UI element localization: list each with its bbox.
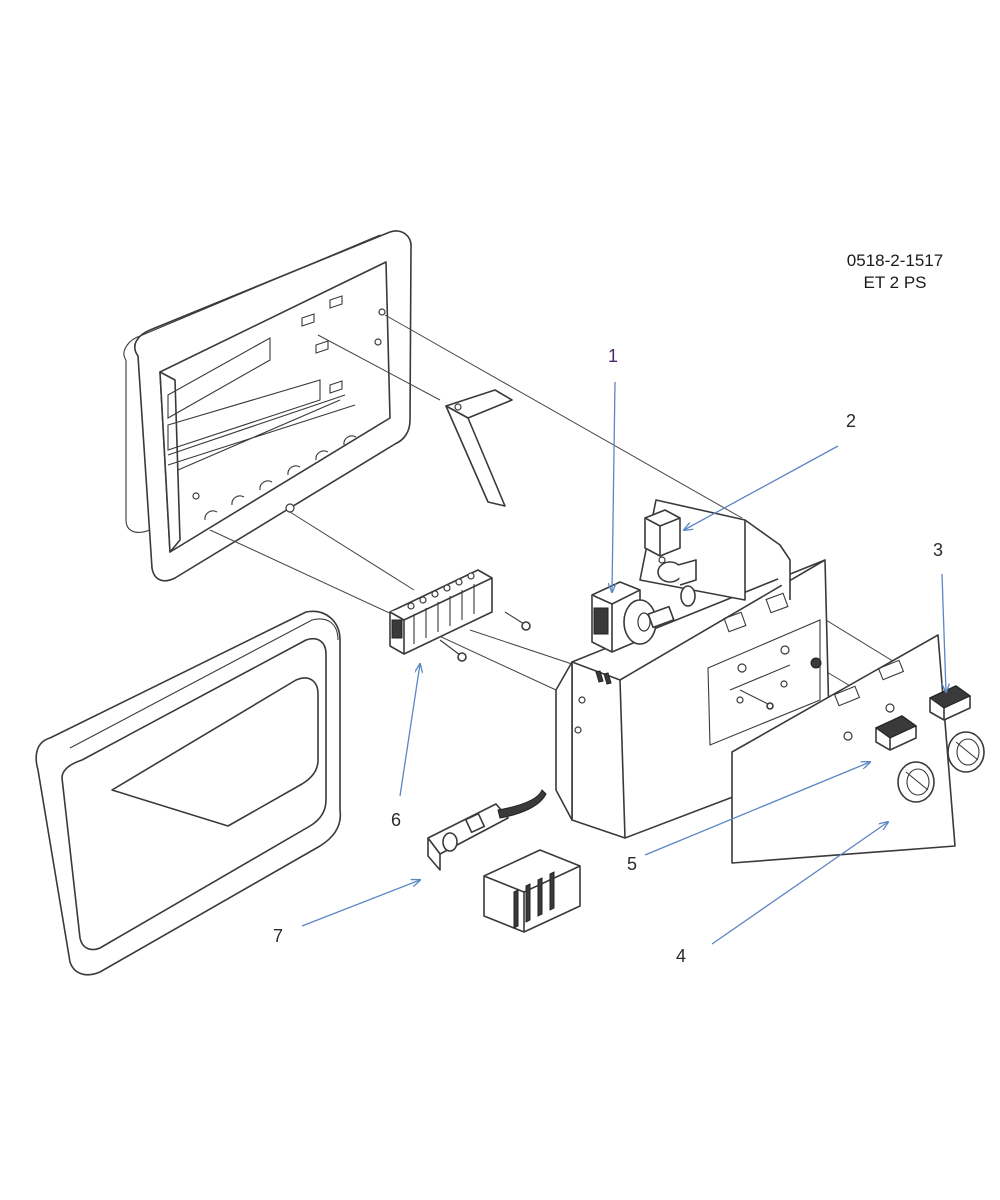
callout-arrows	[301, 381, 946, 945]
rocker-switch-lower	[875, 715, 917, 751]
support-bracket	[445, 389, 513, 507]
callout-5: 5	[627, 854, 637, 874]
heat-sink	[483, 849, 581, 933]
callout-labels: 1 2 3 4 5 6 7	[273, 346, 943, 966]
document-model: ET 2 PS	[864, 273, 927, 292]
arrow-2	[684, 445, 839, 530]
document-code: 0518-2-1517	[847, 251, 943, 270]
screw-upper	[504, 611, 531, 631]
callout-4: 4	[676, 946, 686, 966]
rocker-switch-upper	[929, 685, 971, 721]
thermal-breaker	[644, 509, 697, 607]
control-knob-left	[897, 761, 935, 803]
screw-panel	[739, 689, 774, 710]
terminal-block	[389, 569, 493, 655]
rotary-switch	[591, 581, 675, 653]
arrow-6	[399, 664, 420, 797]
arrow-4	[711, 822, 888, 945]
arrow-1	[612, 381, 615, 592]
callout-6: 6	[391, 810, 401, 830]
front-cover	[35, 610, 342, 976]
screw-lower	[439, 639, 467, 662]
arrow-3	[941, 573, 946, 692]
callout-3: 3	[933, 540, 943, 560]
callout-2: 2	[846, 411, 856, 431]
control-knob-right	[947, 731, 985, 773]
arrow-5	[644, 762, 870, 856]
rectifier-board	[427, 789, 547, 871]
arrow-7	[301, 880, 420, 927]
callout-7: 7	[273, 926, 283, 946]
rear-housing	[123, 230, 412, 582]
callout-1: 1	[608, 346, 618, 366]
front-panel	[731, 634, 956, 864]
housing-mounting-slots	[204, 435, 357, 521]
